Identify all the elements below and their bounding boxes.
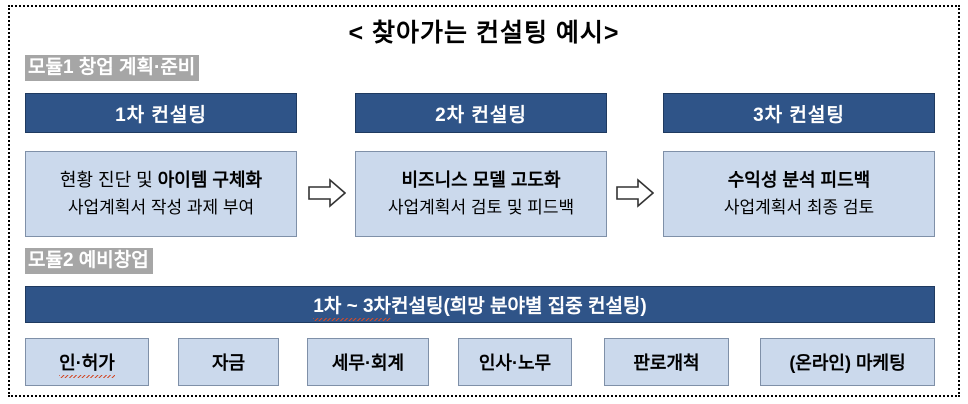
topic-chip: 자금 — [178, 338, 279, 386]
module1-label: 모듈1 창업 계획·준비 — [25, 55, 200, 81]
stage-1-line1-emphasis: 아이템 구체화 — [157, 170, 263, 190]
stage-1-line1: 현황 진단 및 아이템 구체화 — [60, 167, 262, 194]
topic-chip: 인사·노무 — [458, 338, 572, 386]
topic-chip-label: 인사·노무 — [478, 353, 552, 373]
module2-label: 모듈2 예비창업 — [25, 248, 153, 274]
right-arrow-icon — [616, 178, 654, 208]
topic-chip-label: 판로개척 — [633, 353, 700, 373]
arrow-stage1-to-stage2-icon — [308, 178, 346, 208]
stage-3-header: 3차 컨설팅 — [663, 93, 935, 133]
stage-3-line1: 수익성 분석 피드백 — [727, 170, 871, 190]
topic-chip-label: 세무·회계 — [331, 353, 405, 373]
module2-banner: 1차 ~ 3차 컨설팅(희망 분야별 집중 컨설팅) — [25, 286, 935, 323]
topic-chip-label: 인·허가 — [59, 349, 115, 378]
stage-2-header: 2차 컨설팅 — [355, 93, 607, 133]
arrow-stage2-to-stage3-icon — [616, 178, 654, 208]
stage-1-body: 현황 진단 및 아이템 구체화 사업계획서 작성 과제 부여 — [25, 151, 297, 237]
module2-banner-text: 컨설팅(희망 분야별 집중 컨설팅) — [391, 296, 647, 317]
stage-2-body: 비즈니스 모델 고도화 사업계획서 검토 및 피드백 — [355, 151, 607, 237]
topic-chip: (온라인) 마케팅 — [760, 338, 935, 386]
stage-1-line1-prefix: 현황 진단 및 — [59, 170, 158, 190]
topic-chip: 세무·회계 — [307, 338, 429, 386]
stage-1-line2: 사업계획서 작성 과제 부여 — [67, 198, 255, 217]
topic-chip-label: 자금 — [211, 353, 246, 373]
topic-chip-label: (온라인) 마케팅 — [789, 353, 906, 373]
stage-2-line1: 비즈니스 모델 고도화 — [401, 170, 561, 190]
stage-1-header: 1차 컨설팅 — [25, 93, 297, 133]
topic-chip: 판로개척 — [604, 338, 729, 386]
module2-banner-underlined-text: 1차 ~ 3차 — [313, 291, 391, 321]
stage-3-body: 수익성 분석 피드백 사업계획서 최종 검토 — [663, 151, 935, 237]
right-arrow-icon — [308, 178, 346, 208]
page-title: < 찾아가는 컨설팅 예시> — [348, 19, 620, 47]
stage-2-line2: 사업계획서 검토 및 피드백 — [387, 198, 575, 217]
stage-3-line2: 사업계획서 최종 검토 — [723, 198, 875, 217]
topic-chip: 인·허가 — [25, 338, 149, 386]
